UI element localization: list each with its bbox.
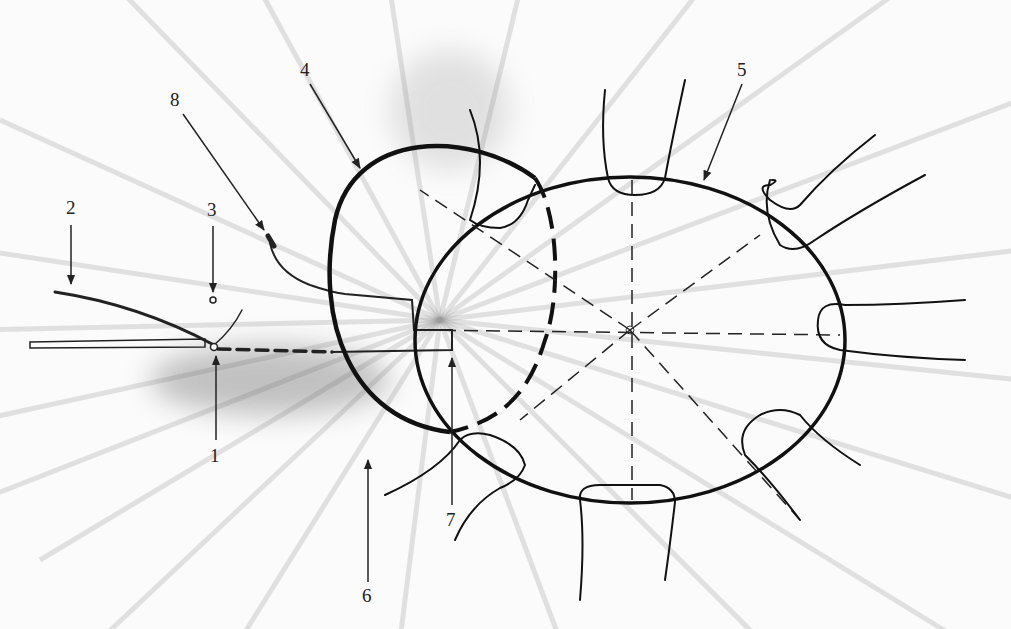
callout-number: 8	[170, 90, 180, 109]
callout-arrows	[71, 84, 742, 582]
probe	[30, 236, 452, 352]
callout-number: 3	[207, 200, 217, 219]
callout-number: 7	[446, 510, 456, 529]
callout-number: 6	[362, 586, 372, 605]
callout-number: 4	[300, 60, 310, 79]
callout-number: 1	[210, 446, 220, 465]
callout-number: 2	[66, 198, 76, 217]
callout-number: 5	[737, 60, 747, 79]
axis-lines	[420, 180, 840, 520]
inner-sphere	[330, 146, 556, 432]
tentacles	[385, 80, 965, 600]
